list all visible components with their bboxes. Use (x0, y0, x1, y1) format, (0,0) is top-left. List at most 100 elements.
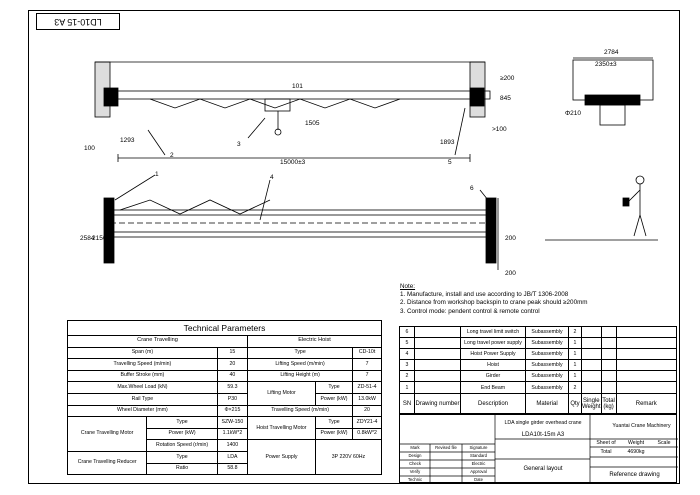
bom-mat: Subassembly (525, 359, 569, 372)
bom-sn: 4 (399, 348, 415, 361)
company-name: Yuantai Crane Machinery (612, 423, 671, 429)
bom-header-row: SN Drawing number Description Material Q… (399, 392, 678, 415)
htm-type-label: Type (314, 416, 354, 429)
notes-title: Note: (400, 283, 416, 290)
drawing-code: LDA10t-15m A3 (521, 432, 565, 438)
span-val: 15 (216, 346, 249, 360)
ratio-val: 58.8 (216, 462, 249, 476)
bom-header-total: Total (kg) (600, 392, 617, 415)
bom-desc: Long travel power supply (460, 337, 526, 350)
scale-label: Scale (657, 440, 671, 446)
lm-type-val: ZD-51-4 (352, 381, 382, 394)
ct-motor-label: Crane Travelling Motor (66, 416, 148, 452)
lm-power-label: Power (kW) (314, 392, 354, 406)
bom-desc: Hoist (460, 359, 526, 372)
bom-sn: 1 (399, 381, 415, 394)
dim-101: 101 (292, 83, 303, 90)
title-block-grid (400, 414, 678, 484)
tspeed-val: 20 (216, 358, 249, 371)
leader-2 (147, 129, 166, 156)
hoist-body (264, 98, 291, 112)
htm-power-val: 0.8kW*2 (352, 427, 382, 441)
bom-mat: Subassembly (525, 381, 569, 394)
bom-qty: 1 (568, 337, 582, 350)
plan-girder-bottom (109, 231, 491, 238)
rail-val: P30 (216, 392, 249, 406)
total-label: Total (600, 449, 612, 455)
ct-power-label: Power (kW) (146, 427, 218, 441)
note-2: 2. Distance from workshop backspin to cr… (400, 299, 588, 307)
bom-qty: 1 (568, 370, 582, 383)
dim-200-c: 200 (505, 270, 516, 277)
tb-label-check: Check (409, 461, 421, 466)
girder-truss (149, 98, 401, 109)
tb-label-standard: Standard (470, 453, 487, 458)
bom-header-remark: Remark (615, 392, 678, 415)
wheel-dia-label: Wheel Diameter (mm) (67, 404, 218, 418)
dim-200: ≥200 (500, 75, 515, 82)
bom-sn: 5 (399, 337, 415, 350)
bom-sn: 6 (399, 325, 415, 339)
bom-desc: Long travel limit switch (460, 325, 526, 339)
plan-truss (119, 199, 271, 215)
bom-mat: Subassembly (525, 337, 569, 350)
bom-header-drawing: Drawing number (414, 392, 461, 415)
dim-1505: 1505 (305, 120, 320, 127)
product-name: LDA single girder overhead crane (504, 420, 582, 426)
supply-val: 3P 220V 60Hz (314, 439, 383, 476)
layout-label: General layout (523, 466, 563, 472)
bom-qty: 2 (568, 381, 582, 394)
technical-parameters-table: Technical Parameters Crane Travelling El… (66, 320, 383, 476)
dim-845: 845 (500, 95, 511, 102)
side-view-trolley (584, 94, 641, 106)
left-end-beam (103, 87, 119, 107)
buffer-label: Buffer Stroke (mm) (67, 369, 218, 383)
dim-2350: 2350±3 (595, 61, 617, 68)
crane-drawing: 101 100 >100 1293 1505 1893 ≥200 845 150… (80, 49, 658, 277)
tb-label-mark: Mark (410, 445, 420, 450)
dim-1293: 1293 (120, 137, 135, 144)
reference-label: Reference drawing (609, 472, 660, 478)
bom-header-desc: Description (460, 392, 526, 415)
callout-6: 6 (470, 185, 474, 192)
title-block: LDA single girder overhead crane LDA10t-… (399, 413, 678, 484)
leader-3 (247, 117, 266, 139)
eh-tspeed-val: 20 (352, 404, 382, 418)
bom-header-single: Single Weight (581, 392, 602, 415)
plan-girder-top (109, 209, 491, 216)
bom-qty: 1 (568, 359, 582, 372)
ct-red-label: Crane Travelling Reducer (66, 450, 148, 476)
lspeed-val: 7 (352, 358, 382, 371)
eh-type-val: CD-10t (352, 346, 382, 360)
bom-qty: 2 (568, 325, 582, 339)
notes: Note: 1. Manufacture, install and use ac… (400, 283, 588, 316)
bom-header-sn: SN (399, 392, 415, 415)
buffer-val: 40 (216, 369, 249, 383)
leader-6 (479, 189, 489, 201)
dim-2784: 2784 (604, 49, 619, 56)
tech-right-header: Electric Hoist (247, 335, 382, 348)
lspeed-label: Lifting Speed (m/min) (247, 358, 354, 371)
dim-left-100: 100 (84, 145, 95, 152)
supply-label: Power Supply (247, 439, 316, 476)
tb-label-signature: Signature (469, 445, 488, 450)
note-1: 1. Manufacture, install and use accordin… (400, 291, 569, 299)
bom-desc: Hoist Power Supply (460, 348, 526, 361)
bom-mat: Subassembly (525, 348, 569, 361)
tech-left-header: Crane Travelling (66, 335, 249, 348)
callout-5: 5 (448, 159, 452, 166)
callout-4: 4 (270, 174, 274, 181)
ct-power-val: 1.1kW*2 (216, 427, 249, 441)
tb-label-verify: Verify (409, 469, 421, 474)
plan-left-end-beam (103, 197, 115, 264)
leader-4 (259, 179, 271, 221)
bom-header-qty: Qty (568, 392, 582, 415)
callout-1: 1 (155, 171, 159, 178)
bom-sn: 2 (399, 370, 415, 383)
hook (274, 128, 282, 136)
dim-2584: 2584 (80, 235, 95, 242)
